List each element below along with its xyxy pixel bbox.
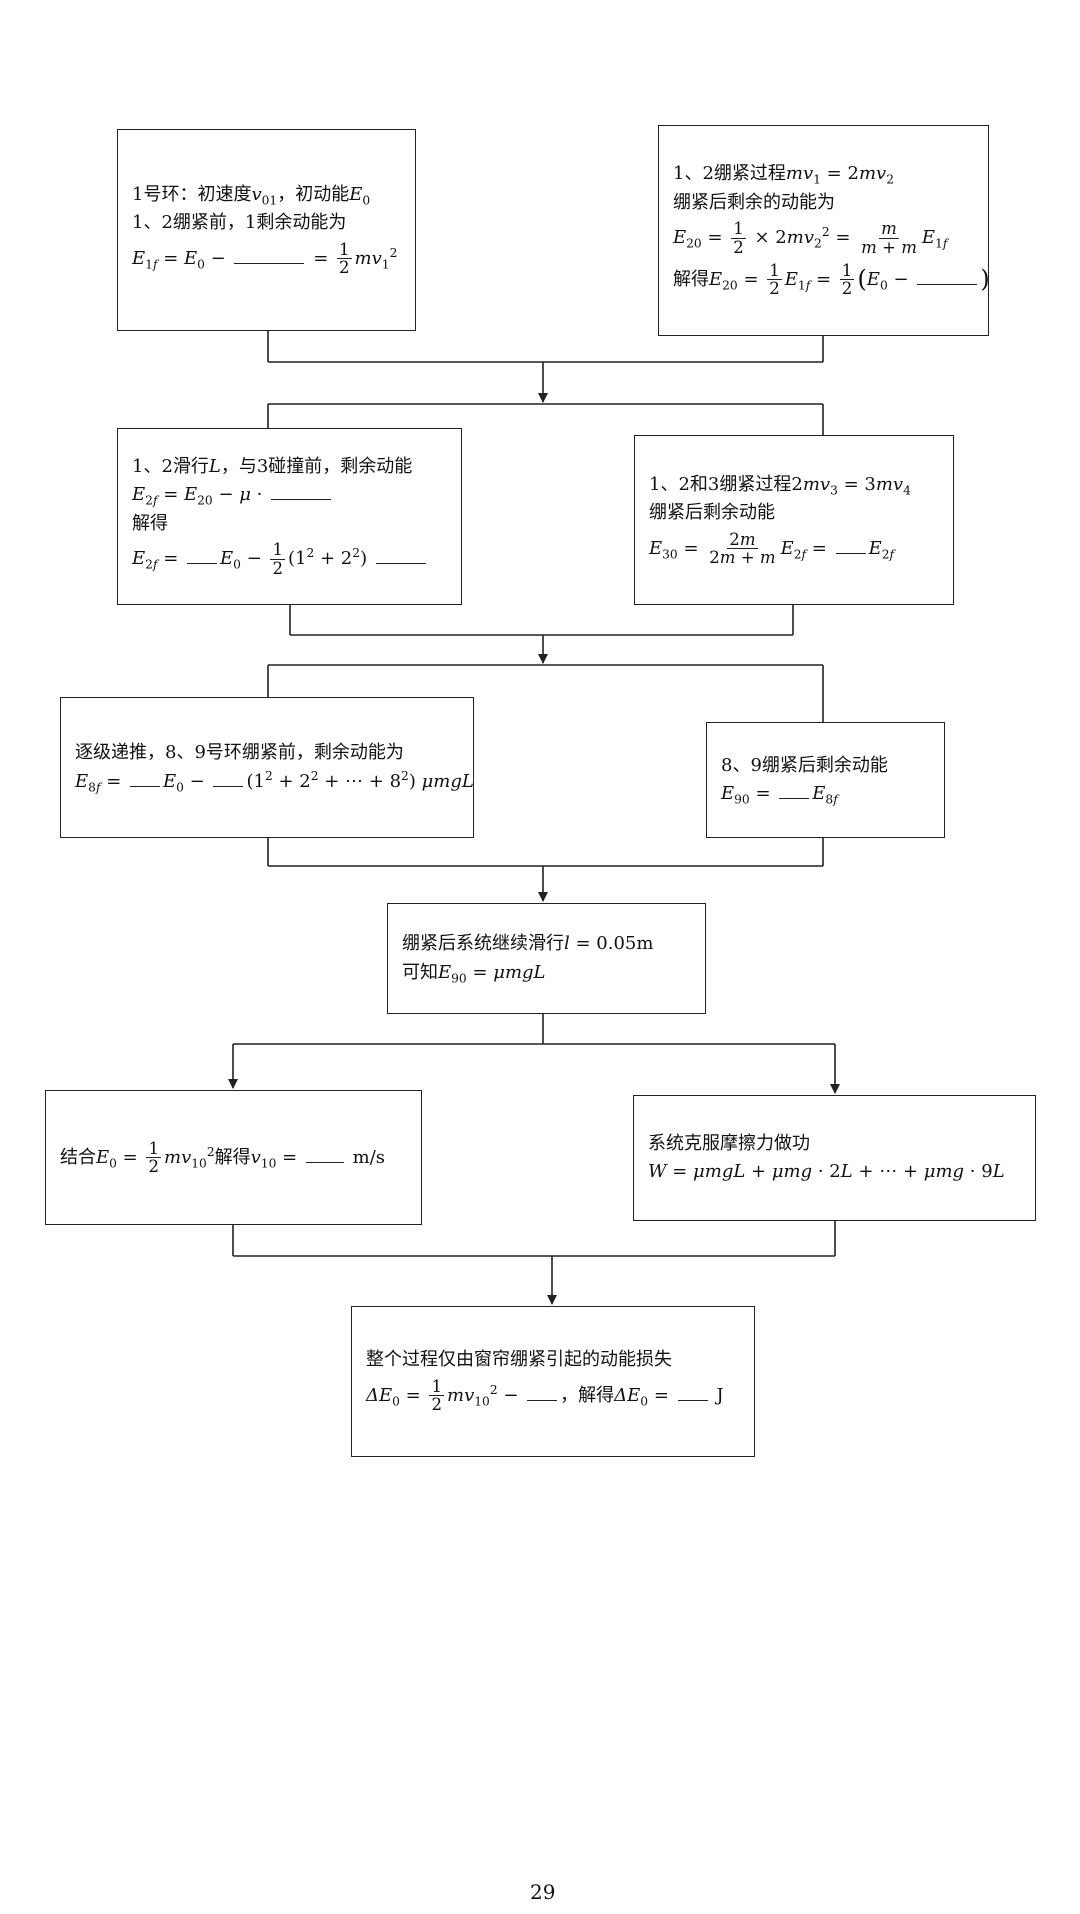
box10-line1: 整个过程仅由窗帘绷紧引起的动能损失: [366, 1349, 672, 1371]
fill-in-blank: [187, 562, 217, 565]
unit-ms: m/s: [352, 1146, 386, 1168]
box6-formula: E90 = E8f: [721, 783, 838, 807]
box-ring12-slide: 1、2滑行L，与3碰撞前，剩余动能 E2f = E20 − μ · 解得 E2f…: [117, 428, 462, 605]
fill-in-blank: [130, 785, 160, 787]
box6-line1: 8、9绷紧后剩余动能: [721, 754, 888, 776]
box3-line3: 解得: [132, 512, 168, 534]
box-ring89-after: 8、9绷紧后剩余动能 E90 = E8f: [706, 722, 945, 838]
fill-in-blank: [271, 498, 332, 501]
box1-line1: 1号环：初速度v01，初动能E0: [132, 183, 371, 208]
fill-in-blank: [375, 562, 426, 565]
fill-in-blank: [677, 1399, 708, 1401]
fill-in-blank: [835, 552, 866, 554]
box3-formula1: E2f = E20 − μ ·: [132, 484, 447, 507]
fill-in-blank: [305, 1161, 344, 1163]
unit-joule: J: [716, 1384, 724, 1406]
box5-line1: 逐级递推，8、9号环绷紧前，剩余动能为: [75, 742, 404, 763]
box-ring1-initial: 1号环：初速度v01，初动能E0 1、2绷紧前，1剩余动能为 E1f = E0 …: [117, 129, 416, 331]
box4-line1: 1、2和3绷紧过程2mv3 = 3mv4: [649, 473, 911, 498]
box-friction-work: 系统克服摩擦力做功 W = μmgL + μmg · 2L + ⋯ + μmg …: [633, 1095, 1036, 1221]
fill-in-blank: [527, 1399, 558, 1401]
box2-line1: 1、2绷紧过程mv1 = 2mv2: [673, 163, 894, 187]
box-system-slide: 绷紧后系统继续滑行l = 0.05m 可知E90 = μmgL: [387, 903, 706, 1014]
box7-line2: 可知E90 = μmgL: [402, 961, 546, 986]
fill-in-blank: [234, 262, 305, 264]
box7-line1: 绷紧后系统继续滑行l = 0.05m: [402, 933, 654, 954]
box1-line2: 1、2绷紧前，1剩余动能为: [132, 212, 347, 234]
fill-in-blank: [917, 283, 978, 285]
fill-in-blank: [213, 785, 244, 787]
box5-formula: E8f = E0 − (12 + 22 + ⋯ + 82) μmgL: [75, 768, 474, 795]
box2-line2: 绷紧后剩余的动能为: [673, 191, 835, 213]
box-recursion-ring89: 逐级递推，8、9号环绷紧前，剩余动能为 E8f = E0 − (12 + 22 …: [60, 697, 474, 838]
page-number: 29: [530, 1880, 556, 1904]
box9-formula: W = μmgL + μmg · 2L + ⋯ + μmg · 9L: [648, 1161, 1005, 1182]
box4-line2: 绷紧后剩余动能: [649, 502, 775, 524]
box3-line1: 1、2滑行L，与3碰撞前，剩余动能: [132, 455, 413, 477]
box9-line1: 系统克服摩擦力做功: [648, 1132, 810, 1154]
fill-in-blank: [779, 797, 810, 799]
